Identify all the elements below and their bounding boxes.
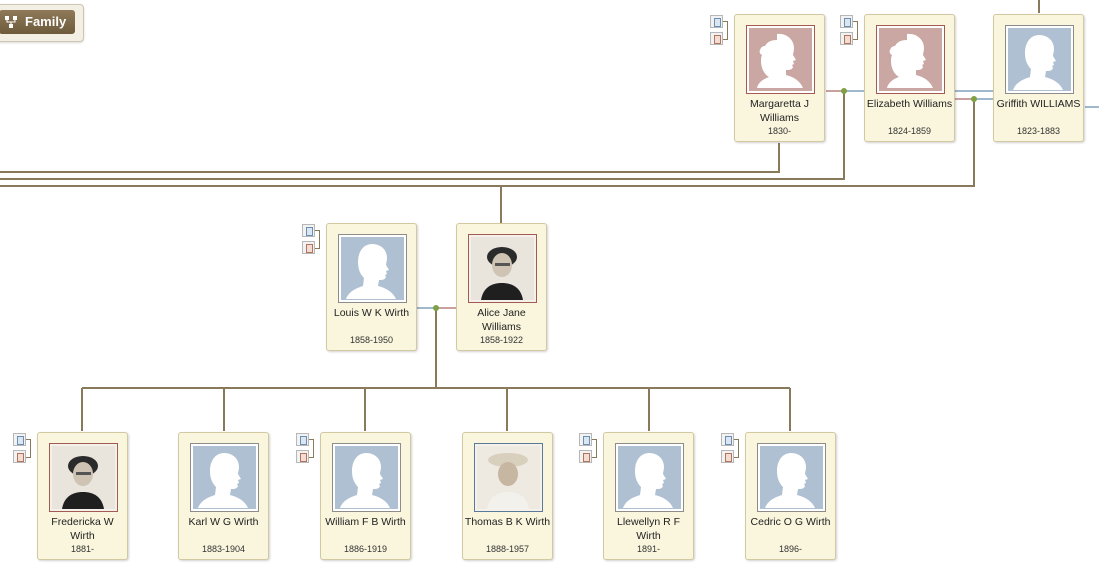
person-dates: 1830- [767, 126, 792, 136]
person-photo[interactable] [468, 234, 537, 303]
person-name: Karl W G Wirth [188, 516, 259, 528]
father-link-icon[interactable] [296, 433, 309, 446]
bracket-connector [592, 439, 597, 458]
person-name: Alice Jane Williams [477, 307, 526, 333]
person-dates: 1896- [778, 544, 803, 554]
person-name: Fredericka W Wirth [51, 516, 114, 542]
family-view-button[interactable]: Family [0, 4, 84, 42]
family-view-label: Family [25, 14, 67, 29]
person-photo[interactable] [746, 25, 815, 94]
bracket-connector [734, 439, 739, 458]
person-card-elizabeth[interactable]: Elizabeth Williams 1824-1859 [864, 14, 955, 142]
union-dot [971, 96, 977, 102]
person-card-fredericka[interactable]: Fredericka W Wirth 1881- [37, 432, 128, 560]
bracket-connector [723, 21, 728, 40]
person-card-cedric[interactable]: Cedric O G Wirth 1896- [745, 432, 836, 560]
person-card-llewellyn[interactable]: Llewellyn R F Wirth 1891- [603, 432, 694, 560]
family-tree-icon [5, 16, 17, 28]
parent-links [579, 433, 597, 467]
person-dates: 1888-1957 [485, 544, 530, 554]
person-name: Margaretta J Williams [750, 98, 809, 124]
father-link-icon[interactable] [302, 224, 315, 237]
father-link-icon[interactable] [840, 15, 853, 28]
person-card-margaretta[interactable]: Margaretta J Williams 1830- [734, 14, 825, 142]
person-name: Griffith WILLIAMS [996, 98, 1081, 110]
parent-links [302, 224, 320, 258]
family-view-button-inner[interactable]: Family [0, 10, 75, 34]
person-name: Thomas B K Wirth [464, 516, 551, 528]
father-link-icon[interactable] [13, 433, 26, 446]
person-dates: 1881- [70, 544, 95, 554]
person-photo[interactable] [332, 443, 401, 512]
person-dates: 1858-1950 [349, 335, 394, 345]
person-photo[interactable] [876, 25, 945, 94]
parent-links [721, 433, 739, 467]
parent-links [13, 433, 31, 467]
bracket-connector [309, 439, 314, 458]
person-name: William F B Wirth [325, 516, 406, 528]
person-name: Cedric O G Wirth [750, 516, 831, 528]
mother-link-icon[interactable] [579, 450, 592, 463]
person-dates: 1886-1919 [343, 544, 388, 554]
union-dot [433, 305, 439, 311]
mother-link-icon[interactable] [302, 241, 315, 254]
person-card-louis[interactable]: Louis W K Wirth 1858-1950 [326, 223, 417, 351]
person-name: Louis W K Wirth [333, 307, 410, 319]
person-name: Elizabeth Williams [866, 98, 953, 110]
person-photo[interactable] [757, 443, 826, 512]
person-dates: 1824-1859 [887, 126, 932, 136]
person-dates: 1858-1922 [479, 335, 524, 345]
father-link-icon[interactable] [579, 433, 592, 446]
mother-link-icon[interactable] [840, 32, 853, 45]
person-name: Llewellyn R F Wirth [616, 516, 681, 542]
mother-link-icon[interactable] [296, 450, 309, 463]
person-card-thomas[interactable]: Thomas B K Wirth 1888-1957 [462, 432, 553, 560]
father-link-icon[interactable] [721, 433, 734, 446]
person-photo[interactable] [1005, 25, 1074, 94]
person-dates: 1891- [636, 544, 661, 554]
person-photo[interactable] [615, 443, 684, 512]
person-card-alice[interactable]: Alice Jane Williams 1858-1922 [456, 223, 547, 351]
person-card-griffith[interactable]: Griffith WILLIAMS 1823-1883 [993, 14, 1084, 142]
mother-link-icon[interactable] [710, 32, 723, 45]
bracket-connector [315, 230, 320, 249]
person-photo[interactable] [49, 443, 118, 512]
person-dates: 1883-1904 [201, 544, 246, 554]
parent-links [710, 15, 728, 49]
person-card-william[interactable]: William F B Wirth 1886-1919 [320, 432, 411, 560]
person-dates: 1823-1883 [1016, 126, 1061, 136]
person-photo[interactable] [190, 443, 259, 512]
mother-link-icon[interactable] [13, 450, 26, 463]
parent-links [296, 433, 314, 467]
person-photo[interactable] [474, 443, 543, 512]
person-photo[interactable] [338, 234, 407, 303]
father-link-icon[interactable] [710, 15, 723, 28]
person-card-karl[interactable]: Karl W G Wirth 1883-1904 [178, 432, 269, 560]
parent-links [840, 15, 858, 49]
union-dot [841, 88, 847, 94]
bracket-connector [853, 21, 858, 40]
bracket-connector [26, 439, 31, 458]
mother-link-icon[interactable] [721, 450, 734, 463]
